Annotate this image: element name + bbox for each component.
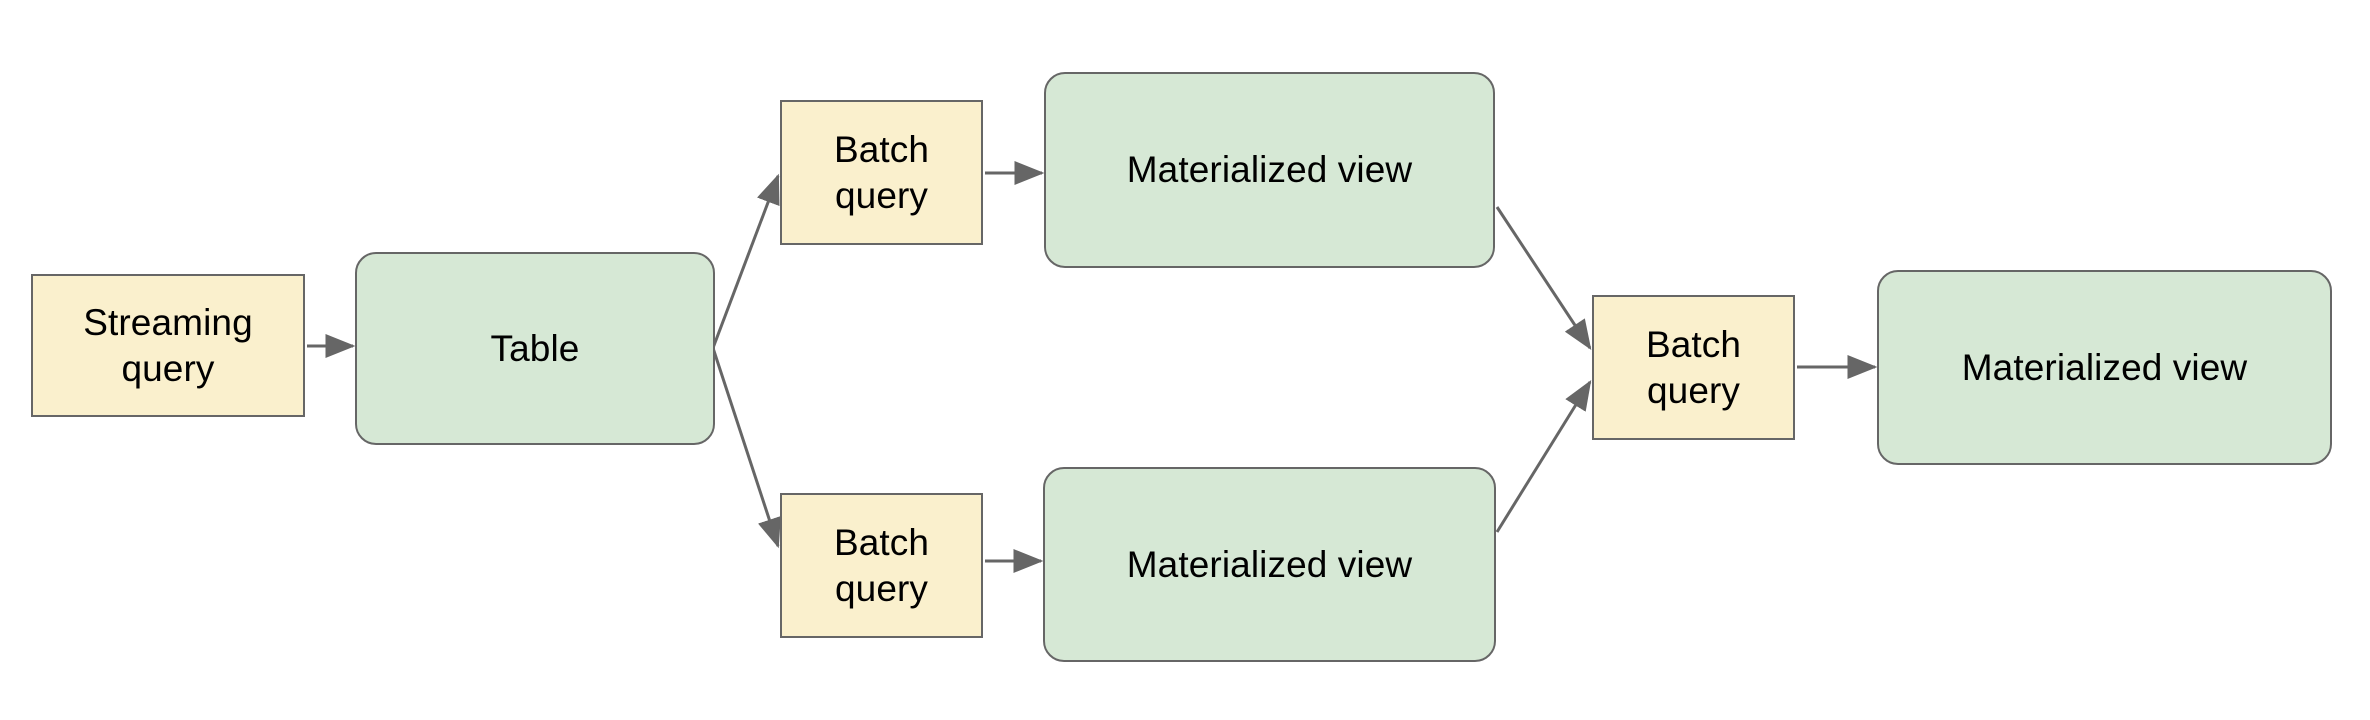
edge-materialized-view-bottom-to-batch-query-join <box>1495 379 1592 533</box>
node-streaming-query[interactable]: Streaming query <box>31 274 305 417</box>
node-batch-query-bottom[interactable]: Batch query <box>780 493 983 638</box>
node-label: Materialized view <box>1126 543 1413 585</box>
node-label: Batch query <box>1645 324 1742 411</box>
edge-table-to-batch-query-top <box>711 173 780 349</box>
node-materialized-view-bottom[interactable]: Materialized view <box>1043 467 1496 662</box>
node-label: Batch query <box>833 129 930 216</box>
node-label: Materialized view <box>1126 149 1413 191</box>
node-label: Table <box>490 327 580 369</box>
node-table[interactable]: Table <box>355 252 715 445</box>
node-label: Batch query <box>833 522 930 609</box>
node-batch-query-top[interactable]: Batch query <box>780 100 983 245</box>
node-materialized-view-top[interactable]: Materialized view <box>1044 72 1495 268</box>
edge-materialized-view-top-to-batch-query-join <box>1495 206 1592 351</box>
node-batch-query-join[interactable]: Batch query <box>1592 295 1795 440</box>
edge-table-to-batch-query-bottom <box>711 347 781 549</box>
node-materialized-view-final[interactable]: Materialized view <box>1877 270 2332 465</box>
node-label: Materialized view <box>1961 346 2248 388</box>
node-label: Streaming query <box>83 302 253 389</box>
